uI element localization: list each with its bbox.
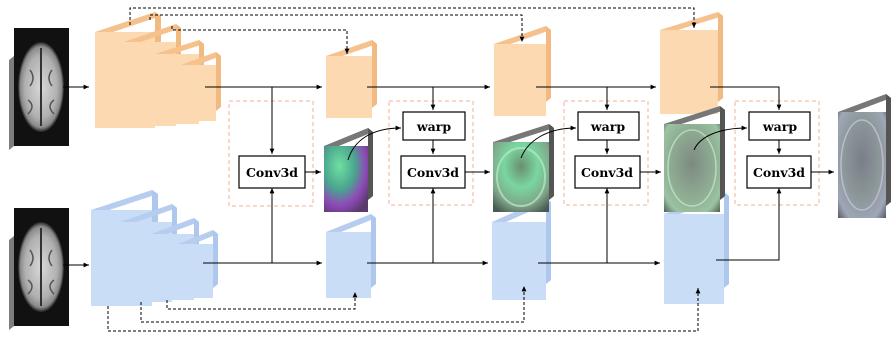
warp-box-3: warp — [748, 111, 811, 141]
flow-field-level-3 — [664, 106, 725, 212]
warp-label-2: warp — [590, 119, 625, 134]
flow-field-output — [838, 94, 891, 218]
module-frame-1 — [228, 100, 314, 207]
moving-feature-level-1 — [326, 214, 376, 298]
conv3d-box-2: Conv3d — [400, 155, 466, 189]
module-frame-2 — [388, 100, 474, 206]
fixed-feature-level-1 — [326, 40, 377, 118]
moving-encoder-stack — [91, 190, 218, 306]
connections — [203, 84, 834, 266]
flow-field-level-2 — [493, 124, 554, 212]
conv3d-box-4: Conv3d — [746, 155, 812, 189]
warp-box-2: warp — [577, 111, 640, 141]
fixed-feature-level-2 — [494, 26, 551, 116]
conv3d-label-2: Conv3d — [407, 165, 459, 180]
conv3d-label-1: Conv3d — [246, 165, 298, 180]
skip-connections — [107, 7, 701, 332]
moving-feature-level-2 — [492, 198, 551, 300]
fixed-feature-level-3 — [660, 12, 723, 114]
conv3d-box-1: Conv3d — [238, 155, 306, 189]
fixed-encoder-stack — [95, 12, 221, 128]
flow-field-level-1 — [324, 128, 373, 212]
conv3d-label-3: Conv3d — [581, 165, 633, 180]
fixed-input-image — [9, 28, 69, 150]
conv3d-box-3: Conv3d — [574, 155, 641, 189]
conv3d-label-4: Conv3d — [753, 165, 805, 180]
module-frame-3 — [563, 100, 649, 206]
module-frame-4 — [734, 100, 820, 206]
warp-label-3: warp — [762, 119, 797, 134]
warp-box-1: warp — [402, 111, 466, 141]
warp-label-1: warp — [416, 119, 451, 134]
moving-input-image — [9, 208, 69, 330]
